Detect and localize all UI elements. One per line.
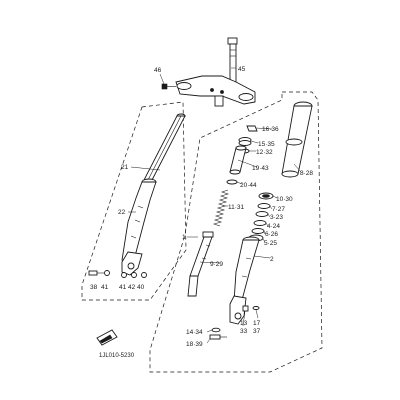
right-outer-tube-2: [229, 236, 260, 325]
label-42: 42: [128, 284, 136, 291]
label-16-36: 16·36: [262, 126, 279, 133]
label-41b: 41: [119, 284, 127, 291]
grease-icon: [96, 329, 118, 346]
fork-spring-11: [212, 189, 230, 227]
label-17: 17: [253, 320, 261, 327]
label-20-44: 20·44: [240, 182, 257, 189]
spacer-19: [229, 145, 247, 175]
cap-bolt-16: [246, 125, 258, 132]
label-45: 45: [238, 66, 246, 73]
label-14-34: 14·34: [186, 329, 203, 336]
steering-stem-45: [175, 37, 256, 107]
drain-screw-13: [242, 305, 249, 312]
left-outer-tube-22: [121, 178, 157, 276]
label-21: 21: [121, 164, 129, 171]
circlip-3: [255, 211, 269, 217]
drawing-code: 1JL010-5230: [99, 353, 135, 359]
bushing-4: [253, 220, 267, 226]
leader-lines: [128, 67, 302, 344]
label-5-25: 5·25: [264, 240, 277, 247]
label-15-35: 15·35: [258, 141, 275, 148]
left-fork-small-parts: [88, 270, 147, 278]
label-46: 46: [154, 67, 162, 74]
label-38: 38: [90, 284, 98, 291]
label-10-30: 10·30: [276, 196, 293, 203]
label-11-31: 11·31: [228, 204, 245, 211]
label-3-23: 3·23: [270, 214, 283, 221]
label-40: 40: [137, 284, 145, 291]
damper-rod-9: [187, 231, 214, 297]
bolt-18: [209, 334, 227, 340]
oil-seal-10: [258, 192, 274, 200]
gasket-17: [252, 306, 260, 310]
left-inner-tube-21: [143, 113, 186, 181]
label-41a: 41: [101, 284, 109, 291]
right-inner-tube-8: [281, 101, 313, 178]
ring-15: [238, 137, 252, 146]
label-18-39: 18·39: [186, 341, 203, 348]
right-fork-assembly-outline: [149, 91, 323, 373]
label-7-27: 7·27: [272, 206, 285, 213]
label-33: 33: [240, 328, 248, 335]
washer-20: [226, 179, 238, 185]
washer-6: [251, 228, 265, 234]
label-6-26: 6·26: [265, 231, 278, 238]
gasket-14: [211, 327, 221, 333]
label-9-29: 9·29: [210, 261, 223, 268]
label-1: 1: [182, 234, 186, 241]
label-13: 13: [240, 320, 248, 327]
label-8-28: 8·28: [300, 170, 313, 177]
label-2: 2: [270, 256, 274, 263]
label-37: 37: [253, 328, 261, 335]
clip-7: [257, 203, 271, 209]
label-22: 22: [118, 209, 126, 216]
bolt-46: [161, 83, 176, 90]
label-12-32: 12·32: [256, 149, 273, 156]
label-19-43: 19·43: [252, 165, 269, 172]
label-4-24: 4·24: [267, 223, 280, 230]
